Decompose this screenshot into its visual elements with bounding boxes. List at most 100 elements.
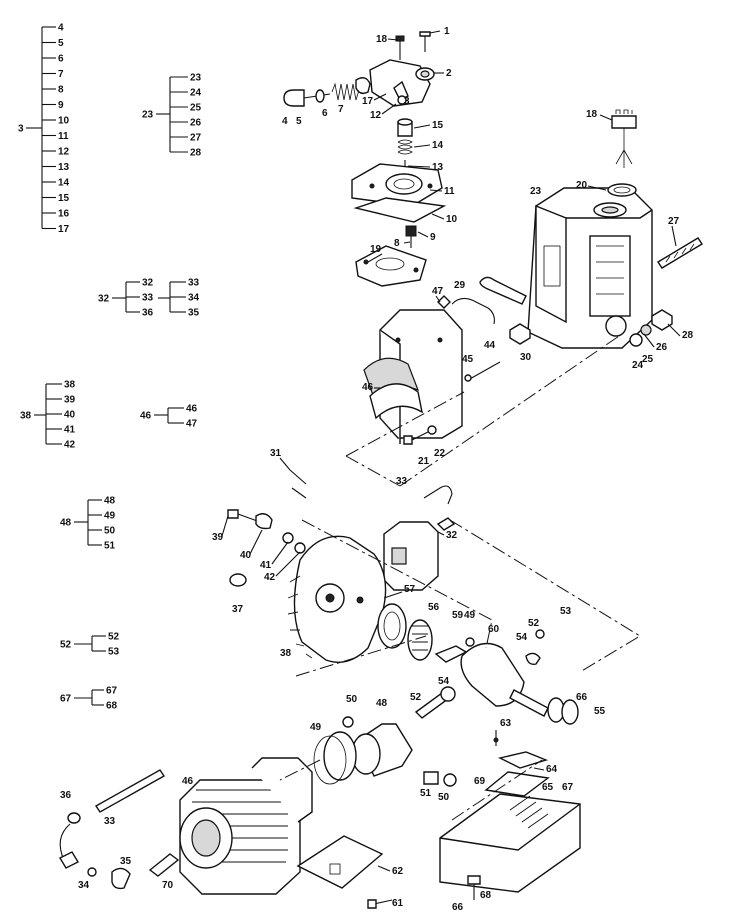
part-number-label: 38 <box>280 648 292 659</box>
callout-19: 19 <box>367 244 383 263</box>
callout-13: 13 <box>407 162 444 173</box>
part-number-label: 22 <box>434 448 446 459</box>
part-number-label: 57 <box>404 584 416 595</box>
group-child-label: 10 <box>58 116 70 127</box>
part-number-label: 28 <box>682 330 694 341</box>
carburetor-assembly <box>283 31 447 287</box>
clutch-assembly <box>377 603 433 661</box>
part-number-label: 4 <box>282 116 288 127</box>
group-child-label: 34 <box>188 293 200 304</box>
callout-14: 14 <box>413 140 444 151</box>
part-number-label: 7 <box>338 104 344 115</box>
callout-51: 51 <box>420 788 432 799</box>
callout-26: 26 <box>643 333 668 353</box>
callout-52a: 52 <box>528 618 540 629</box>
callout-15: 15 <box>413 120 444 131</box>
part-number-label: 21 <box>418 456 430 467</box>
group-child-label: 13 <box>58 162 70 173</box>
callout-3: 3 <box>404 96 410 107</box>
part-number-label: 65 <box>542 782 554 793</box>
group-child-label: 28 <box>190 148 202 159</box>
callout-32: 32 <box>437 530 458 541</box>
part-number-label: 51 <box>420 788 432 799</box>
group-child-label: 53 <box>108 647 120 658</box>
part-number-label: 31 <box>270 448 282 459</box>
callout-7: 7 <box>338 104 344 115</box>
group-child-label: 5 <box>58 38 64 49</box>
ignition-module <box>289 469 456 591</box>
callout-39: 39 <box>212 515 229 543</box>
part-number-label: 60 <box>488 624 500 635</box>
part-number-label: 42 <box>264 572 276 583</box>
part-number-label: 52 <box>528 618 540 629</box>
group-child-label: 33 <box>142 293 154 304</box>
callout-50a: 50 <box>346 694 358 705</box>
group-parent-label: 3 <box>18 124 24 135</box>
group-child-label: 33 <box>188 278 200 289</box>
part-number-label: 41 <box>260 560 272 571</box>
part-number-label: 48 <box>376 698 388 709</box>
flywheel-assembly <box>227 509 387 663</box>
callout-18a: 18 <box>376 34 399 45</box>
fuel-tank-housing <box>451 109 703 349</box>
group-child-label: 41 <box>64 425 76 436</box>
callout-42: 42 <box>264 551 301 583</box>
callout-31: 31 <box>270 448 291 471</box>
callout-45: 45 <box>462 354 474 365</box>
group-child-label: 4 <box>58 23 64 34</box>
callout-33a: 33 <box>396 476 408 487</box>
callout-66b: 66 <box>452 902 464 913</box>
callout-20: 20 <box>576 180 607 191</box>
part-number-label: 66 <box>452 902 464 913</box>
part-number-label: 40 <box>240 550 252 561</box>
part-number-label: 24 <box>632 360 644 371</box>
part-number-label: 17 <box>362 96 374 107</box>
part-number-label: 6 <box>322 108 328 119</box>
part-number-label: 67 <box>562 782 574 793</box>
group-child-label: 9 <box>58 100 64 111</box>
callout-57: 57 <box>383 584 416 599</box>
callout-49a: 49 <box>464 610 476 621</box>
callout-34: 34 <box>78 880 90 891</box>
group-parent-label: 46 <box>140 411 152 422</box>
part-number-label: 45 <box>462 354 474 365</box>
callout-54b: 54 <box>438 676 450 687</box>
carburetor-adapter <box>363 295 501 445</box>
callout-24: 24 <box>632 360 644 371</box>
part-number-label: 64 <box>546 764 558 775</box>
group-child-label: 16 <box>58 209 70 220</box>
part-group-legend: 3456789101112131415161723232425262728323… <box>18 23 202 712</box>
part-number-label: 55 <box>594 706 606 717</box>
part-number-label: 8 <box>394 238 400 249</box>
part-number-label: 27 <box>668 216 680 227</box>
callout-47: 47 <box>432 286 444 303</box>
part-number-label: 10 <box>446 214 458 225</box>
part-number-label: 37 <box>232 604 244 615</box>
callout-6: 6 <box>322 108 328 119</box>
part-number-label: 5 <box>296 116 302 127</box>
callout-27: 27 <box>668 216 680 247</box>
part-number-label: 32 <box>446 530 458 541</box>
callout-12: 12 <box>370 103 397 121</box>
callout-2: 2 <box>434 68 452 79</box>
group-child-label: 6 <box>58 54 64 65</box>
part-number-label: 18 <box>376 34 388 45</box>
part-number-label: 29 <box>454 280 466 291</box>
crankshaft <box>434 629 579 725</box>
part-number-label: 34 <box>78 880 90 891</box>
group-child-label: 50 <box>104 526 116 537</box>
part-number-label: 39 <box>212 532 224 543</box>
part-number-label: 59 <box>452 610 464 621</box>
part-number-label: 52 <box>410 692 422 703</box>
callout-44: 44 <box>484 340 496 351</box>
part-number-label: 13 <box>432 162 444 173</box>
group-child-label: 40 <box>64 410 76 421</box>
